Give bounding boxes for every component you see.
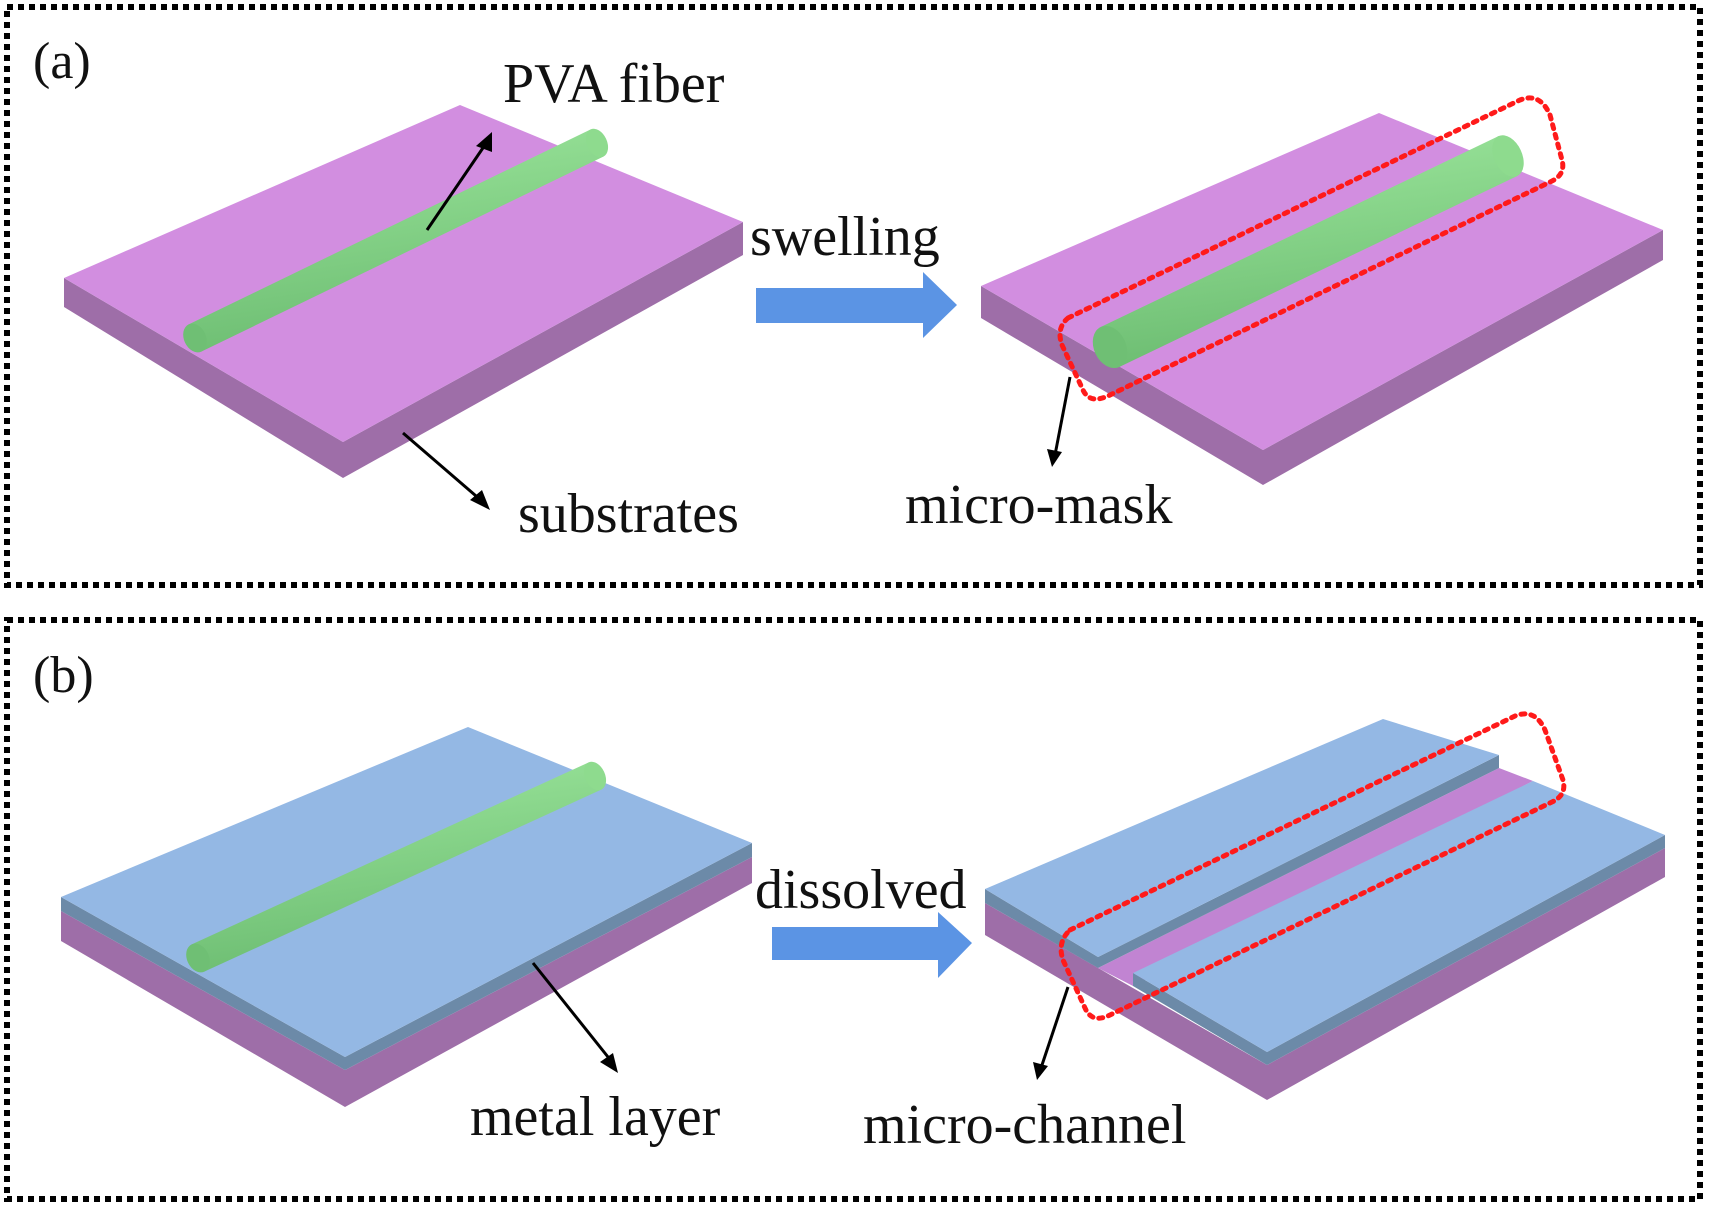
metal-top-face (61, 727, 752, 1057)
metal-left-strip-top (985, 719, 1499, 957)
pva-fiber-pointer (425, 141, 489, 231)
dissolved-label: dissolved (755, 859, 967, 921)
pva-fiber-embedded (186, 761, 607, 973)
substrate-top-face (64, 105, 743, 442)
substrate-left-side (981, 286, 1263, 485)
substrate-pointer-head (470, 490, 490, 510)
pva-fiber-before (183, 128, 609, 353)
swelling-label: swelling (750, 206, 940, 268)
substrate-front-side (1267, 848, 1665, 1100)
metal-left-strip-edge (1098, 755, 1499, 968)
panel-b: (b) metal layer dissolved (4, 617, 1703, 1202)
metal-front-side (345, 843, 752, 1070)
fiber-near-cap (1092, 325, 1128, 369)
pva-fiber-swollen (1092, 135, 1524, 369)
substrate-front-side (1263, 230, 1663, 485)
metal-right-strip-side (1133, 973, 1267, 1065)
metal-right-strip-top (1133, 781, 1665, 1052)
substrate-slab-after (981, 113, 1663, 485)
metal-right-strip-front (1267, 835, 1665, 1065)
substrate-slab-before (64, 105, 743, 478)
fiber-far-cap (583, 761, 607, 791)
dissolved-arrow-icon (772, 912, 972, 978)
micro-mask-highlight (1057, 95, 1566, 402)
metal-layer-pointer (531, 962, 614, 1063)
panel-b-border (4, 617, 1703, 1202)
micro-mask-label: micro-mask (905, 474, 1172, 536)
metal-coated-slab-before (61, 727, 752, 1107)
substrate-pointer (402, 431, 484, 504)
metal-left-side (61, 897, 345, 1070)
panel-b-label: (b) (33, 647, 94, 704)
substrate-left-side (64, 278, 343, 478)
metal-left-strip-side (985, 889, 1098, 968)
metal-layer-pointer-head (600, 1053, 618, 1073)
panel-a-label: (a) (33, 33, 91, 90)
fiber-body (1100, 136, 1518, 367)
fiber-near-cap (186, 943, 210, 973)
metal-layer-label: metal layer (470, 1086, 721, 1148)
fiber-body (188, 129, 604, 352)
micro-channel-pointer-head (1033, 1062, 1048, 1080)
micro-channel-slab (985, 719, 1665, 1100)
micro-mask-pointer-head (1047, 449, 1062, 467)
channel-floor (1098, 768, 1533, 986)
panel-a-border (4, 4, 1703, 588)
fiber-far-cap (1492, 135, 1524, 177)
micro-mask-pointer (1053, 376, 1072, 456)
pva-fiber-pointer-head (476, 132, 492, 152)
micro-channel-pointer (1039, 986, 1070, 1069)
substrate-top-face (981, 113, 1663, 450)
pva-fiber-label: PVA fiber (503, 53, 725, 115)
panel-a: (a) PVA fiber substrates swelling (4, 4, 1703, 588)
substrate-front-side (343, 222, 743, 478)
fiber-body (191, 762, 602, 972)
substrate-left-side (61, 911, 345, 1107)
micro-channel-label: micro-channel (863, 1094, 1186, 1156)
swelling-arrow-icon (756, 272, 957, 338)
micro-channel-highlight (1058, 711, 1567, 1021)
fiber-far-cap (585, 128, 609, 158)
substrate-left-side (985, 903, 1267, 1100)
substrates-label: substrates (518, 483, 739, 545)
fiber-near-cap (183, 323, 207, 353)
